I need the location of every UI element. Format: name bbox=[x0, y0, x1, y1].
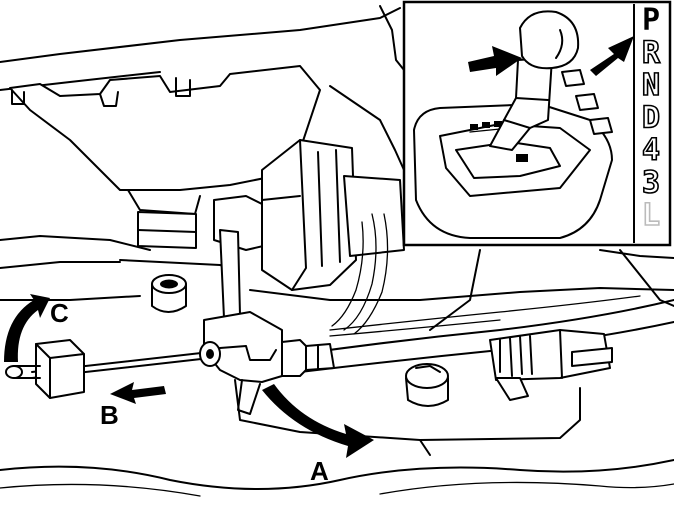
mounting-boss bbox=[151, 274, 187, 313]
cable-mounting-bracket bbox=[199, 311, 283, 415]
callout-a-label: A bbox=[310, 456, 329, 486]
arrow-b-direction bbox=[110, 382, 166, 404]
gear-position-3: 3 bbox=[642, 166, 660, 201]
shift-gate-housing bbox=[413, 103, 613, 239]
cable-end-fitting bbox=[281, 339, 335, 377]
callout-c-label: C bbox=[50, 298, 69, 328]
callout-b-label: B bbox=[100, 400, 119, 430]
cable-adjuster bbox=[5, 339, 85, 399]
vehicle-body-outline bbox=[0, 5, 674, 497]
arrow-p-position bbox=[590, 36, 634, 76]
gear-position-n: N bbox=[642, 68, 660, 103]
indicator-windows bbox=[561, 69, 613, 135]
gear-position-d: D bbox=[642, 101, 660, 136]
hex-bolt bbox=[405, 363, 449, 407]
gear-position-p: P bbox=[642, 3, 660, 38]
gear-position-r: R bbox=[642, 36, 661, 71]
connector-block bbox=[261, 139, 405, 335]
arrow-lever-push bbox=[468, 46, 522, 76]
arrow-a-rotation bbox=[262, 384, 374, 458]
arrow-c-rotation bbox=[4, 294, 50, 362]
gear-position-4: 4 bbox=[642, 133, 660, 168]
selector-lever bbox=[489, 10, 580, 151]
electrical-connector bbox=[489, 329, 613, 401]
console-bracket bbox=[9, 65, 321, 319]
gear-position-l: L bbox=[642, 198, 660, 233]
